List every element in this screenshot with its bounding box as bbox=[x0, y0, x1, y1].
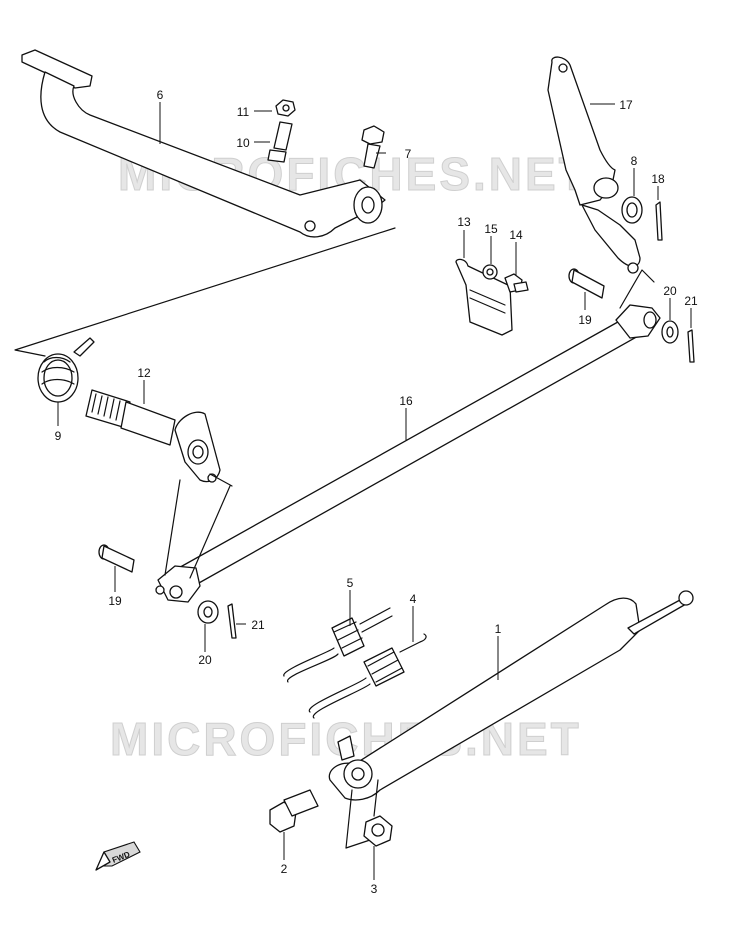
rod-part-16 bbox=[155, 304, 661, 603]
nut-part-3 bbox=[363, 815, 393, 847]
clevis-pin-part-19-lower bbox=[98, 544, 135, 573]
callout-20-upper: 20 bbox=[663, 284, 677, 298]
clevis-pin-part-19-upper bbox=[568, 268, 605, 299]
cotter-pin-part-18 bbox=[655, 201, 663, 241]
cotter-pin-part-21-lower bbox=[227, 603, 237, 639]
callout-13: 13 bbox=[457, 215, 471, 229]
callout-20-lower: 20 bbox=[198, 653, 212, 667]
leader-lines bbox=[57, 102, 692, 880]
nut-part-15 bbox=[482, 264, 498, 280]
callout-21-lower: 21 bbox=[251, 618, 265, 632]
bolt-part-2 bbox=[269, 789, 319, 833]
watermark-bottom: MICROFICHES.NET bbox=[110, 713, 582, 765]
callout-15: 15 bbox=[484, 222, 498, 236]
callout-5: 5 bbox=[347, 576, 354, 590]
spring-part-4 bbox=[309, 633, 427, 719]
callout-11: 11 bbox=[237, 105, 250, 119]
spring-part-5 bbox=[283, 607, 393, 683]
callout-17: 17 bbox=[619, 98, 633, 112]
callout-19-upper: 19 bbox=[578, 313, 592, 327]
callout-19-lower: 19 bbox=[108, 594, 122, 608]
callout-1: 1 bbox=[495, 622, 502, 636]
washer-part-20-upper bbox=[661, 320, 679, 344]
callout-labels: 6 11 10 7 17 8 18 13 15 14 20 21 19 12 9… bbox=[55, 88, 698, 896]
bolt-part-7 bbox=[361, 125, 385, 169]
callout-10: 10 bbox=[236, 136, 250, 150]
callout-6: 6 bbox=[157, 88, 164, 102]
callout-16: 16 bbox=[399, 394, 413, 408]
nut-part-11 bbox=[275, 99, 296, 117]
forward-direction-badge: FWD bbox=[95, 841, 141, 871]
side-stand-part-1 bbox=[328, 590, 694, 801]
callout-2: 2 bbox=[281, 862, 288, 876]
brake-pedal-part-6 bbox=[21, 49, 386, 238]
lever-part-17 bbox=[547, 56, 641, 274]
callout-9: 9 bbox=[55, 429, 62, 443]
callout-7: 7 bbox=[405, 147, 412, 161]
callout-8: 8 bbox=[631, 154, 638, 168]
washer-part-20-lower bbox=[197, 600, 219, 624]
callout-21-upper: 21 bbox=[684, 294, 698, 308]
callout-18: 18 bbox=[651, 172, 665, 186]
callout-14: 14 bbox=[509, 228, 523, 242]
bolt-part-10 bbox=[267, 121, 293, 163]
shaft-part-12 bbox=[85, 389, 221, 483]
bolt-part-14 bbox=[504, 273, 529, 293]
cotter-pin-part-21-upper bbox=[687, 329, 695, 363]
plate-part-13 bbox=[455, 258, 513, 336]
callout-4: 4 bbox=[410, 592, 417, 606]
callout-3: 3 bbox=[371, 882, 378, 896]
washer-part-8 bbox=[621, 196, 643, 224]
spring-part-9 bbox=[37, 337, 95, 403]
callout-12: 12 bbox=[137, 366, 151, 380]
